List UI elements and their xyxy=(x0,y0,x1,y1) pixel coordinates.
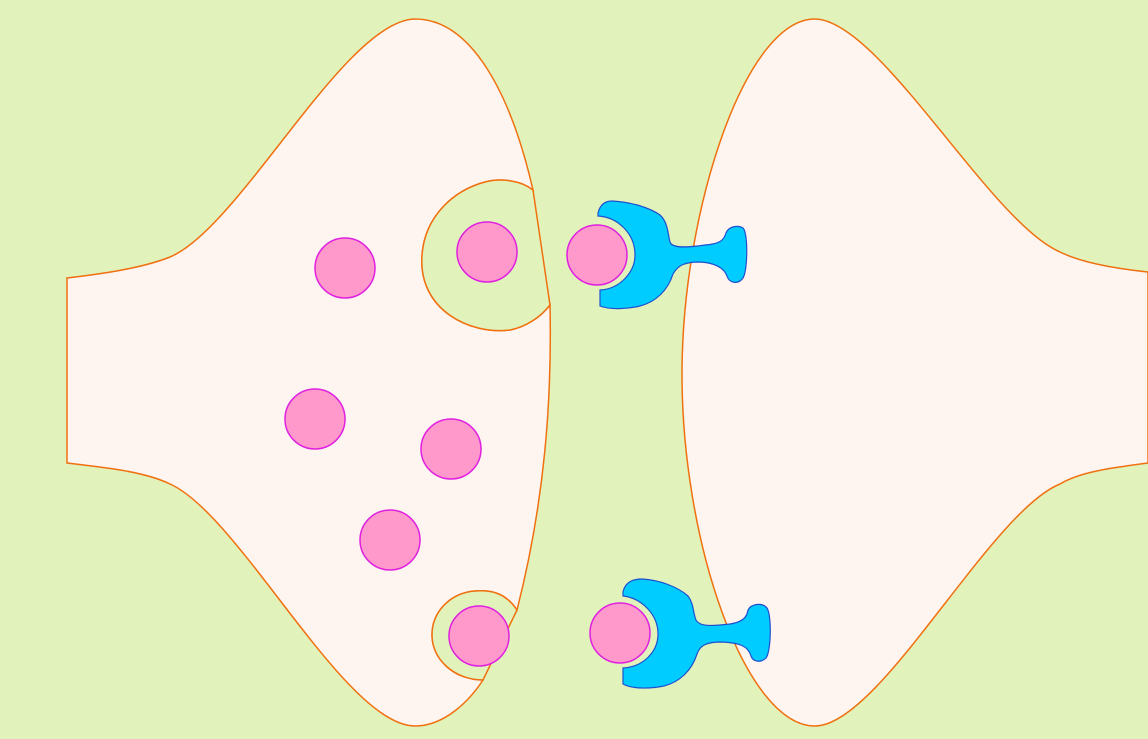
vesicle-3 xyxy=(285,389,345,449)
vesicle-4 xyxy=(421,419,481,479)
vesicle-6 xyxy=(449,606,509,666)
vesicle-1 xyxy=(315,238,375,298)
vesicle-5 xyxy=(360,510,420,570)
neurotransmitter-2 xyxy=(590,603,650,663)
neurotransmitter-1 xyxy=(567,225,627,285)
vesicle-2 xyxy=(457,222,517,282)
